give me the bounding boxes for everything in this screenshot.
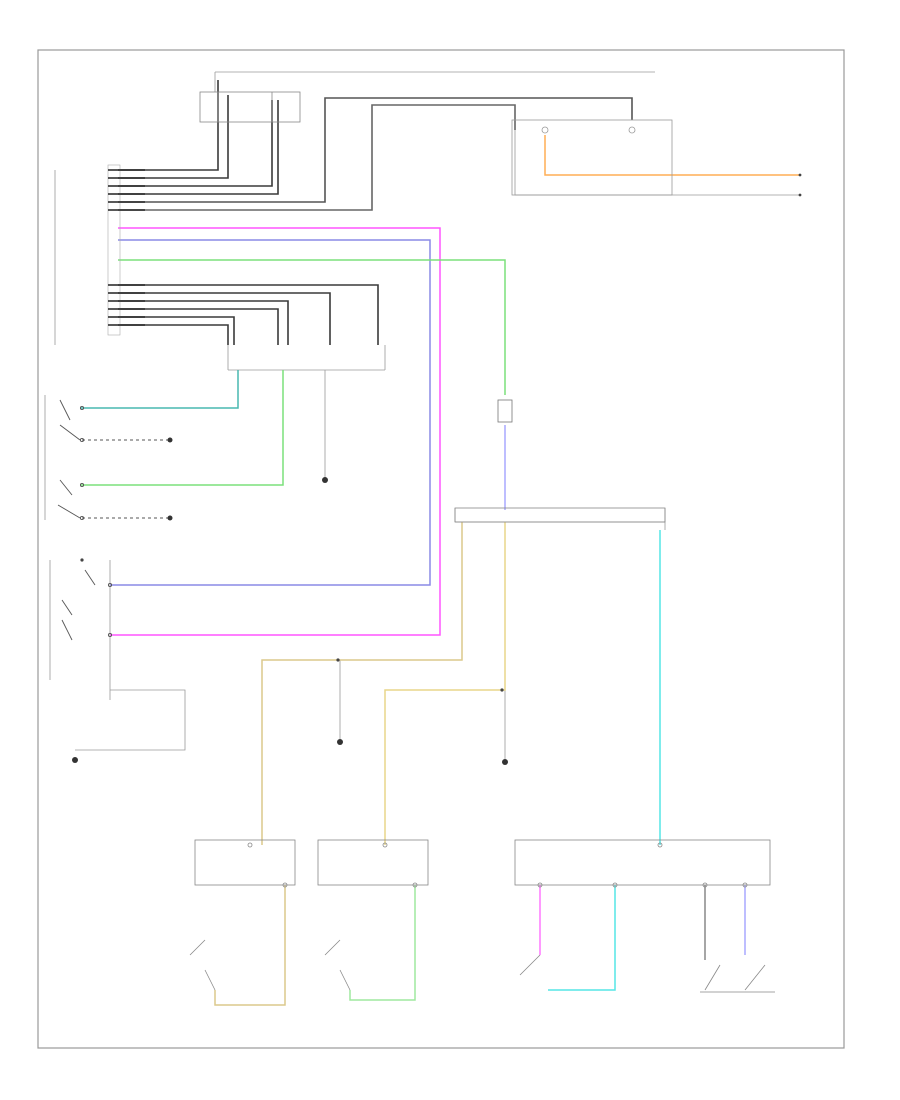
ground-point-4	[72, 757, 78, 763]
fuse-block	[199, 91, 301, 123]
wire-orange	[544, 135, 800, 176]
door-switch-left-front	[59, 399, 170, 443]
bottom-module-left	[189, 839, 296, 991]
wire-feed-6	[118, 104, 516, 211]
wire-ground-4	[118, 308, 279, 345]
body-module-connector	[107, 164, 145, 336]
ground-point-5	[167, 437, 173, 443]
wire-yellow-mid	[384, 522, 506, 845]
diagram-frame	[37, 49, 845, 1049]
power-wires	[118, 80, 633, 345]
terminal-dots	[80, 173, 802, 692]
splice-connector	[454, 507, 666, 523]
ground-point-6	[167, 515, 173, 521]
wire-ground-3	[118, 300, 289, 345]
wire-ground-1	[118, 284, 379, 345]
wire-feed-3	[118, 100, 273, 187]
lock-switch-assembly	[61, 569, 113, 641]
wire-ground-5	[118, 316, 235, 345]
ground-point-1	[322, 477, 328, 483]
wire-feed-4	[118, 100, 279, 195]
wire-ground-2	[118, 292, 331, 345]
wire-green-bottom	[349, 885, 416, 1001]
door-switch-left-rear	[57, 479, 170, 521]
wire-blue	[110, 239, 431, 586]
wire-relay-right	[514, 130, 800, 196]
wire-batt-1	[118, 80, 219, 171]
colored-wires	[80, 135, 800, 1006]
wire-tan-bottom	[214, 885, 286, 1006]
bottom-module-right	[514, 839, 775, 993]
relay-top-right	[511, 119, 673, 196]
ground-symbols	[72, 437, 508, 765]
wire-green-low	[80, 370, 284, 486]
wire-green-top	[118, 259, 506, 395]
wire-cyan-bottom	[548, 885, 616, 991]
wire-ground-6	[118, 324, 229, 345]
wire-tan-left	[261, 522, 463, 845]
wire-switch-g	[75, 689, 186, 751]
wire-feed-5	[118, 97, 633, 203]
wire-batt-2	[118, 95, 229, 179]
inline-fuse	[497, 399, 513, 423]
ground-point-2	[337, 739, 343, 745]
wire-teal	[80, 370, 239, 409]
bottom-module-center	[317, 839, 429, 991]
wire-pink	[110, 227, 441, 636]
ground-point-3	[502, 759, 508, 765]
